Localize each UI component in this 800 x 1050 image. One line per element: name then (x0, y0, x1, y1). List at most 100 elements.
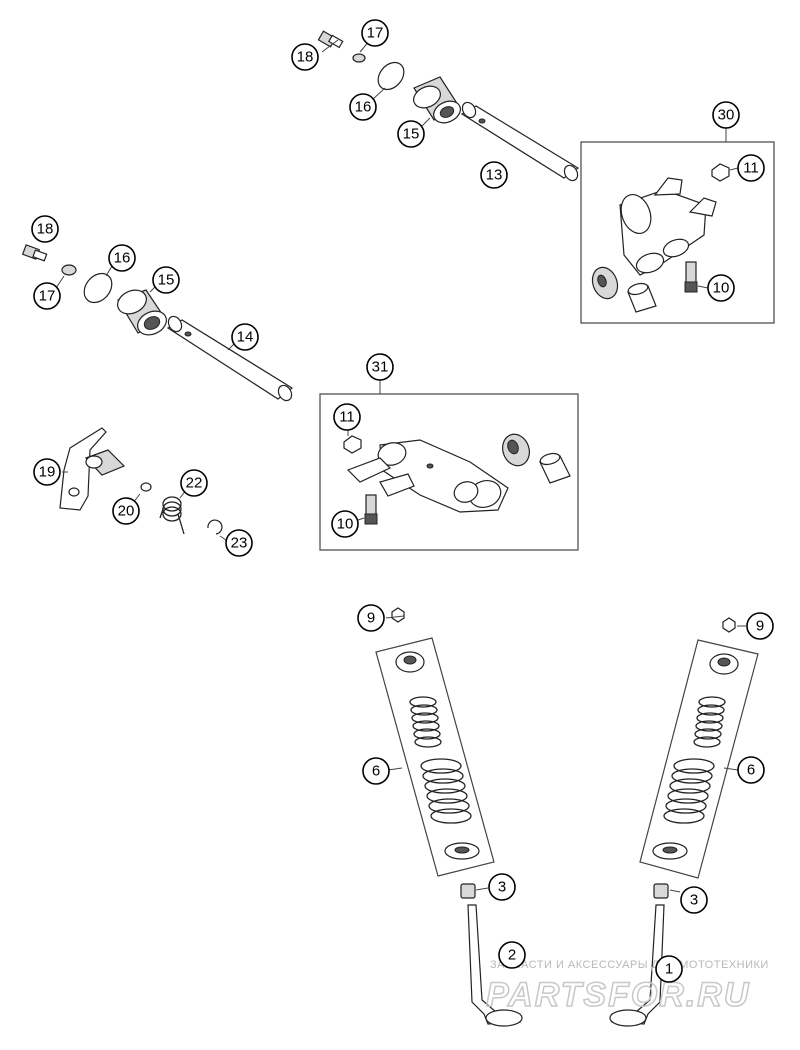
inner-spring-right (693, 696, 726, 748)
svg-text:14: 14 (237, 329, 254, 346)
rocker-arm-31 (346, 439, 509, 513)
pin-30 (627, 282, 657, 313)
callout-9-right: 9 (746, 612, 774, 640)
outer-spring-left (420, 758, 472, 824)
circlip-23 (207, 519, 223, 535)
svg-text:9: 9 (367, 610, 375, 627)
callout-3-left: 3 (488, 873, 516, 901)
callout-10-lower: 10 (331, 510, 359, 538)
watermark-logo: PARTSFOR.RU (486, 976, 750, 1014)
callout-17-left: 17 (33, 282, 61, 310)
callout-11-top: 11 (737, 154, 765, 182)
rocker-shaft-left-group (21, 239, 294, 402)
callout-30: 30 (712, 101, 740, 129)
valve-2 (467, 904, 523, 1027)
svg-text:17: 17 (39, 288, 56, 305)
callout-15-left: 15 (152, 266, 180, 294)
svg-text:16: 16 (355, 99, 372, 116)
nut-11-lower (343, 435, 362, 454)
callout-17-top: 17 (361, 19, 389, 47)
valve-spring-set-right (609, 617, 759, 1027)
callout-20: 20 (112, 497, 140, 525)
bushing-30 (591, 266, 619, 300)
callout-31: 31 (366, 353, 394, 381)
svg-text:23: 23 (231, 535, 248, 552)
svg-text:13: 13 (486, 167, 503, 184)
svg-text:19: 19 (39, 464, 56, 481)
spring-retainer-right (709, 653, 739, 675)
callout-18-left: 18 (31, 215, 59, 243)
valve-keeper-9-right (722, 617, 736, 633)
callout-1: 1 (655, 955, 683, 983)
screw-10-top (684, 261, 698, 293)
callout-19: 19 (33, 458, 61, 486)
lever-19 (59, 427, 126, 511)
svg-text:6: 6 (747, 762, 755, 779)
callout-15-top: 15 (397, 120, 425, 148)
svg-text:9: 9 (756, 618, 764, 635)
screw-10-lower (364, 494, 378, 525)
callout-3-right: 3 (680, 886, 708, 914)
watermark: ЗАПЧАСТИ И АКСЕССУАРЫ ДЛЯ МОТОТЕХНИКИ PA… (485, 959, 769, 1015)
svg-text:11: 11 (743, 160, 759, 177)
valve-spring-set-left (375, 607, 523, 1027)
callout-11-lower: 11 (333, 403, 361, 431)
svg-text:15: 15 (158, 272, 175, 289)
valve-stem-seal-right (653, 883, 669, 899)
bushing-15-top (413, 76, 461, 124)
oring-16-left (83, 272, 113, 304)
callout-10-top: 10 (707, 274, 735, 302)
decompression-group (59, 427, 227, 541)
watermark-tagline: ЗАПЧАСТИ И АКСЕССУАРЫ ДЛЯ МОТОТЕХНИКИ (490, 959, 769, 971)
svg-text:16: 16 (114, 250, 131, 267)
spring-retainer-left (395, 651, 425, 673)
callout-9-left: 9 (357, 604, 385, 632)
svg-text:1: 1 (665, 961, 673, 978)
bushing-15-left (117, 289, 167, 336)
svg-text:17: 17 (367, 25, 384, 42)
rocker-arm-group-30 (580, 128, 775, 324)
washer-17-left (61, 264, 77, 276)
svg-text:10: 10 (713, 280, 730, 297)
svg-text:3: 3 (498, 879, 506, 896)
callout-6-left: 6 (362, 757, 390, 785)
callout-16-top: 16 (349, 93, 377, 121)
pin-31 (539, 452, 571, 484)
svg-text:11: 11 (339, 409, 355, 426)
svg-text:31: 31 (372, 359, 389, 376)
nut-11-top (711, 163, 730, 182)
shaft-14 (166, 315, 294, 402)
svg-text:10: 10 (337, 516, 354, 533)
svg-text:15: 15 (403, 126, 420, 143)
svg-text:20: 20 (118, 503, 135, 520)
callout-6-right: 6 (737, 756, 765, 784)
svg-text:18: 18 (37, 221, 54, 238)
svg-text:2: 2 (508, 947, 516, 964)
svg-text:18: 18 (297, 49, 314, 66)
svg-text:3: 3 (690, 892, 698, 909)
rocker-shaft-top-group (317, 30, 580, 182)
svg-text:30: 30 (718, 107, 735, 124)
spring-22 (159, 496, 185, 535)
oring-16-top (377, 61, 405, 91)
screw-18-left (21, 244, 48, 262)
shaft-13 (460, 101, 580, 182)
bushing-31 (502, 433, 530, 467)
valve-stem-seal-left (460, 883, 476, 899)
valve-1 (609, 904, 665, 1027)
rocker-arm-30 (619, 177, 717, 276)
svg-text:22: 22 (186, 475, 203, 492)
callout-16-left: 16 (108, 244, 136, 272)
callout-18-top: 18 (291, 43, 319, 71)
svg-text:6: 6 (372, 763, 380, 780)
callout-14: 14 (231, 323, 259, 351)
outer-spring-right (663, 758, 715, 824)
valve-keeper-9-left (391, 607, 405, 623)
washer-17-top (352, 53, 366, 63)
spring-seat-left (444, 842, 480, 860)
spring-seat-right (652, 842, 688, 860)
inner-spring-left (409, 696, 442, 748)
callout-22: 22 (180, 469, 208, 497)
callout-13: 13 (480, 161, 508, 189)
